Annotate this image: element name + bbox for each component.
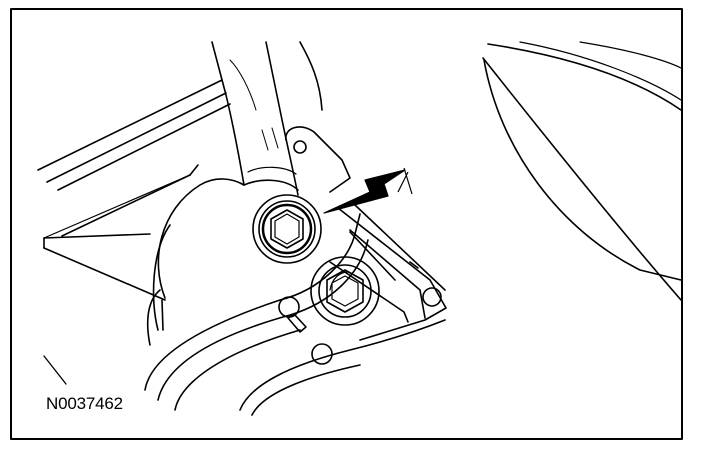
left-rail-lower <box>43 233 151 239</box>
plate-inner-curve <box>157 239 369 401</box>
figure-reference-code: N0037462 <box>44 394 125 414</box>
hose-left-edge <box>211 41 245 186</box>
hose-right-edge <box>265 41 299 196</box>
housing-curve-top <box>487 43 682 111</box>
filter-body-outline <box>157 178 245 299</box>
plate-outer-curve <box>144 213 361 391</box>
left-rail-upper <box>37 79 223 171</box>
plate-hole-lower <box>311 343 333 365</box>
plate-slot <box>287 313 307 333</box>
hex-bolt-secondary <box>310 256 380 326</box>
bracket-hole <box>293 140 307 154</box>
bracket-tab <box>285 126 351 193</box>
callout-arrow-icon <box>323 169 406 214</box>
housing-inner-arc <box>483 59 682 281</box>
plate-right-edge <box>337 207 447 341</box>
housing-outer-arc <box>482 57 682 301</box>
figure-border <box>10 8 683 440</box>
reference-leader-line <box>43 355 67 385</box>
plate-hole-upper <box>278 296 300 318</box>
plate-hole-right <box>422 287 442 307</box>
hex-bolt-indicated <box>252 194 322 264</box>
